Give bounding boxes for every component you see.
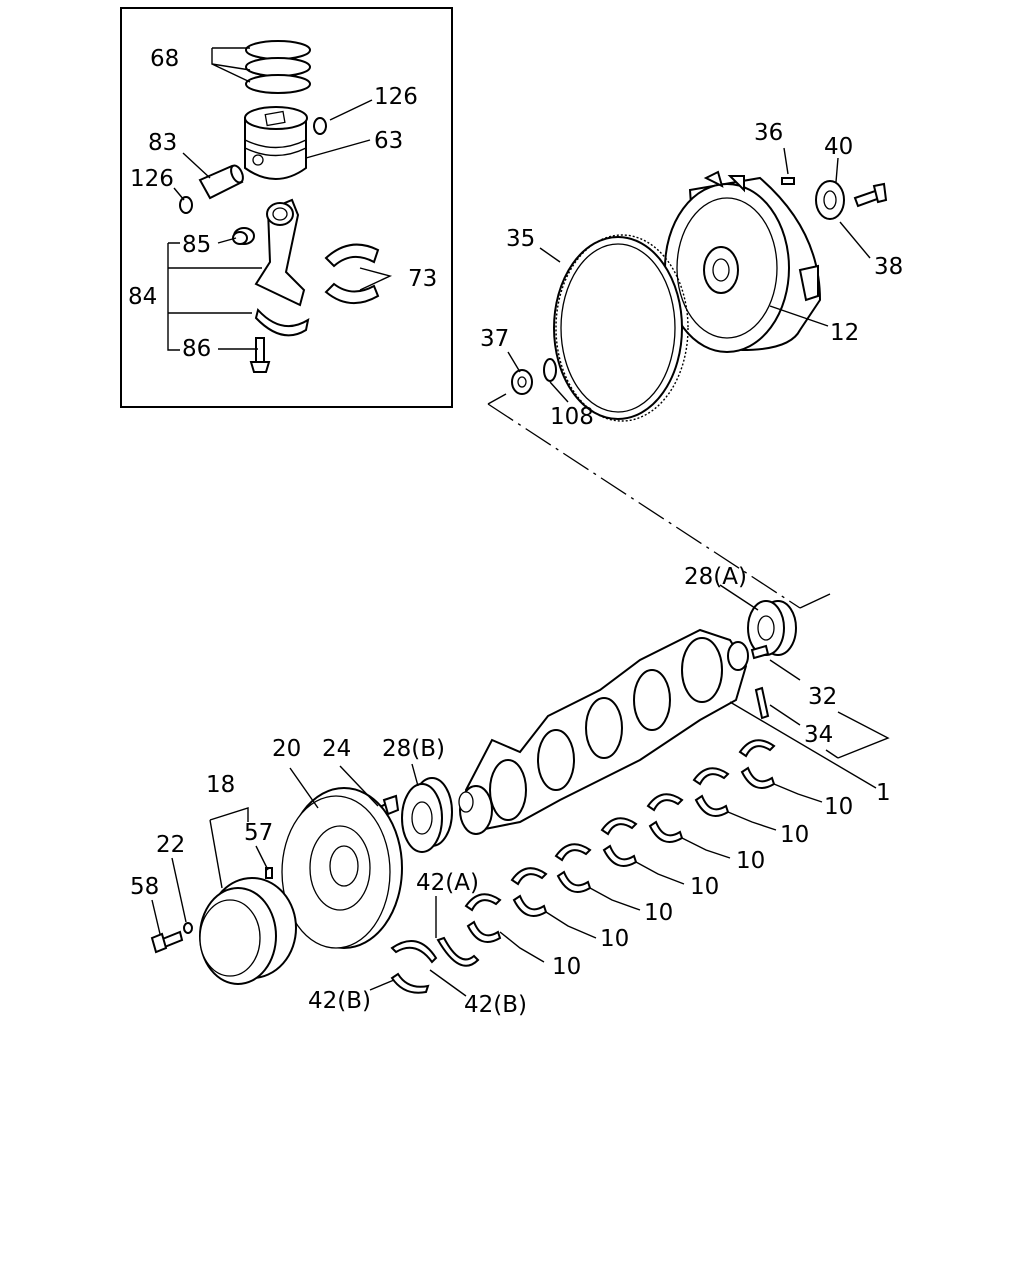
thrust-washer-part-42a [436,936,480,967]
label-126-lower: 126 [130,166,174,192]
piston-inset-frame [120,7,453,408]
label-73: 73 [408,266,437,292]
damper-part-18 [199,877,297,985]
label-84: 84 [128,284,157,310]
ring-gear-part-35 [553,234,689,422]
label-83: 83 [148,130,177,156]
label-37: 37 [480,326,509,352]
label-10-5: 10 [736,848,765,874]
label-10-4: 10 [690,874,719,900]
main-bearings-part-10 [464,739,776,943]
bolt-part-40 [853,182,888,208]
conrod-bearing-part-73 [324,243,380,304]
label-10-2: 10 [600,926,629,952]
label-10-1: 10 [552,954,581,980]
label-42a: 42(A) [416,870,479,896]
label-57: 57 [244,820,273,846]
label-86: 86 [182,336,211,362]
label-42b-right: 42(B) [464,992,527,1018]
gear-part-28b [401,777,453,853]
label-38: 38 [874,254,903,280]
thrust-washer-part-42b-lower [390,972,430,994]
key-part-32 [750,644,770,660]
label-10-3: 10 [644,900,673,926]
pulley-part-20 [281,787,403,949]
label-22: 22 [156,832,185,858]
oring-part-108 [543,358,557,382]
crankshaft-part-1 [458,628,749,835]
label-108: 108 [550,404,594,430]
snap-ring-part-126-upper [313,117,327,135]
label-28b: 28(B) [382,736,445,762]
label-58: 58 [130,874,159,900]
label-36: 36 [754,120,783,146]
bushing-part-85 [232,227,255,245]
bolt-part-58 [150,930,184,954]
label-35: 35 [506,226,535,252]
label-63: 63 [374,128,403,154]
label-20: 20 [272,736,301,762]
label-34: 34 [804,722,833,748]
key-part-57 [265,867,273,879]
label-28a: 28(A) [684,564,747,590]
label-1: 1 [876,780,891,806]
label-18: 18 [206,772,235,798]
label-42b-left: 42(B) [308,988,371,1014]
gear-part-28a [747,600,797,656]
piston-pin-part-83 [198,164,244,200]
label-12: 12 [830,320,859,346]
label-10-6: 10 [780,822,809,848]
thrust-washer-part-42b-upper [390,939,438,964]
piston-part-63 [244,106,308,180]
dowel-part-36 [781,177,795,185]
plate-part-38 [815,180,845,220]
bearing-part-37 [511,369,533,395]
label-85: 85 [182,232,211,258]
label-10-7: 10 [824,794,853,820]
flywheel-part-12 [664,170,822,353]
washer-part-22 [183,922,193,934]
label-32: 32 [808,684,837,710]
pin-part-34 [754,686,770,720]
label-24: 24 [322,736,351,762]
bolt-part-86 [249,337,271,373]
label-68: 68 [150,46,179,72]
snap-ring-part-126-lower [179,196,193,214]
piston-rings-part-68 [245,40,311,94]
label-126-upper: 126 [374,84,418,110]
label-40: 40 [824,134,853,160]
connecting-rod-part-84 [254,198,310,337]
